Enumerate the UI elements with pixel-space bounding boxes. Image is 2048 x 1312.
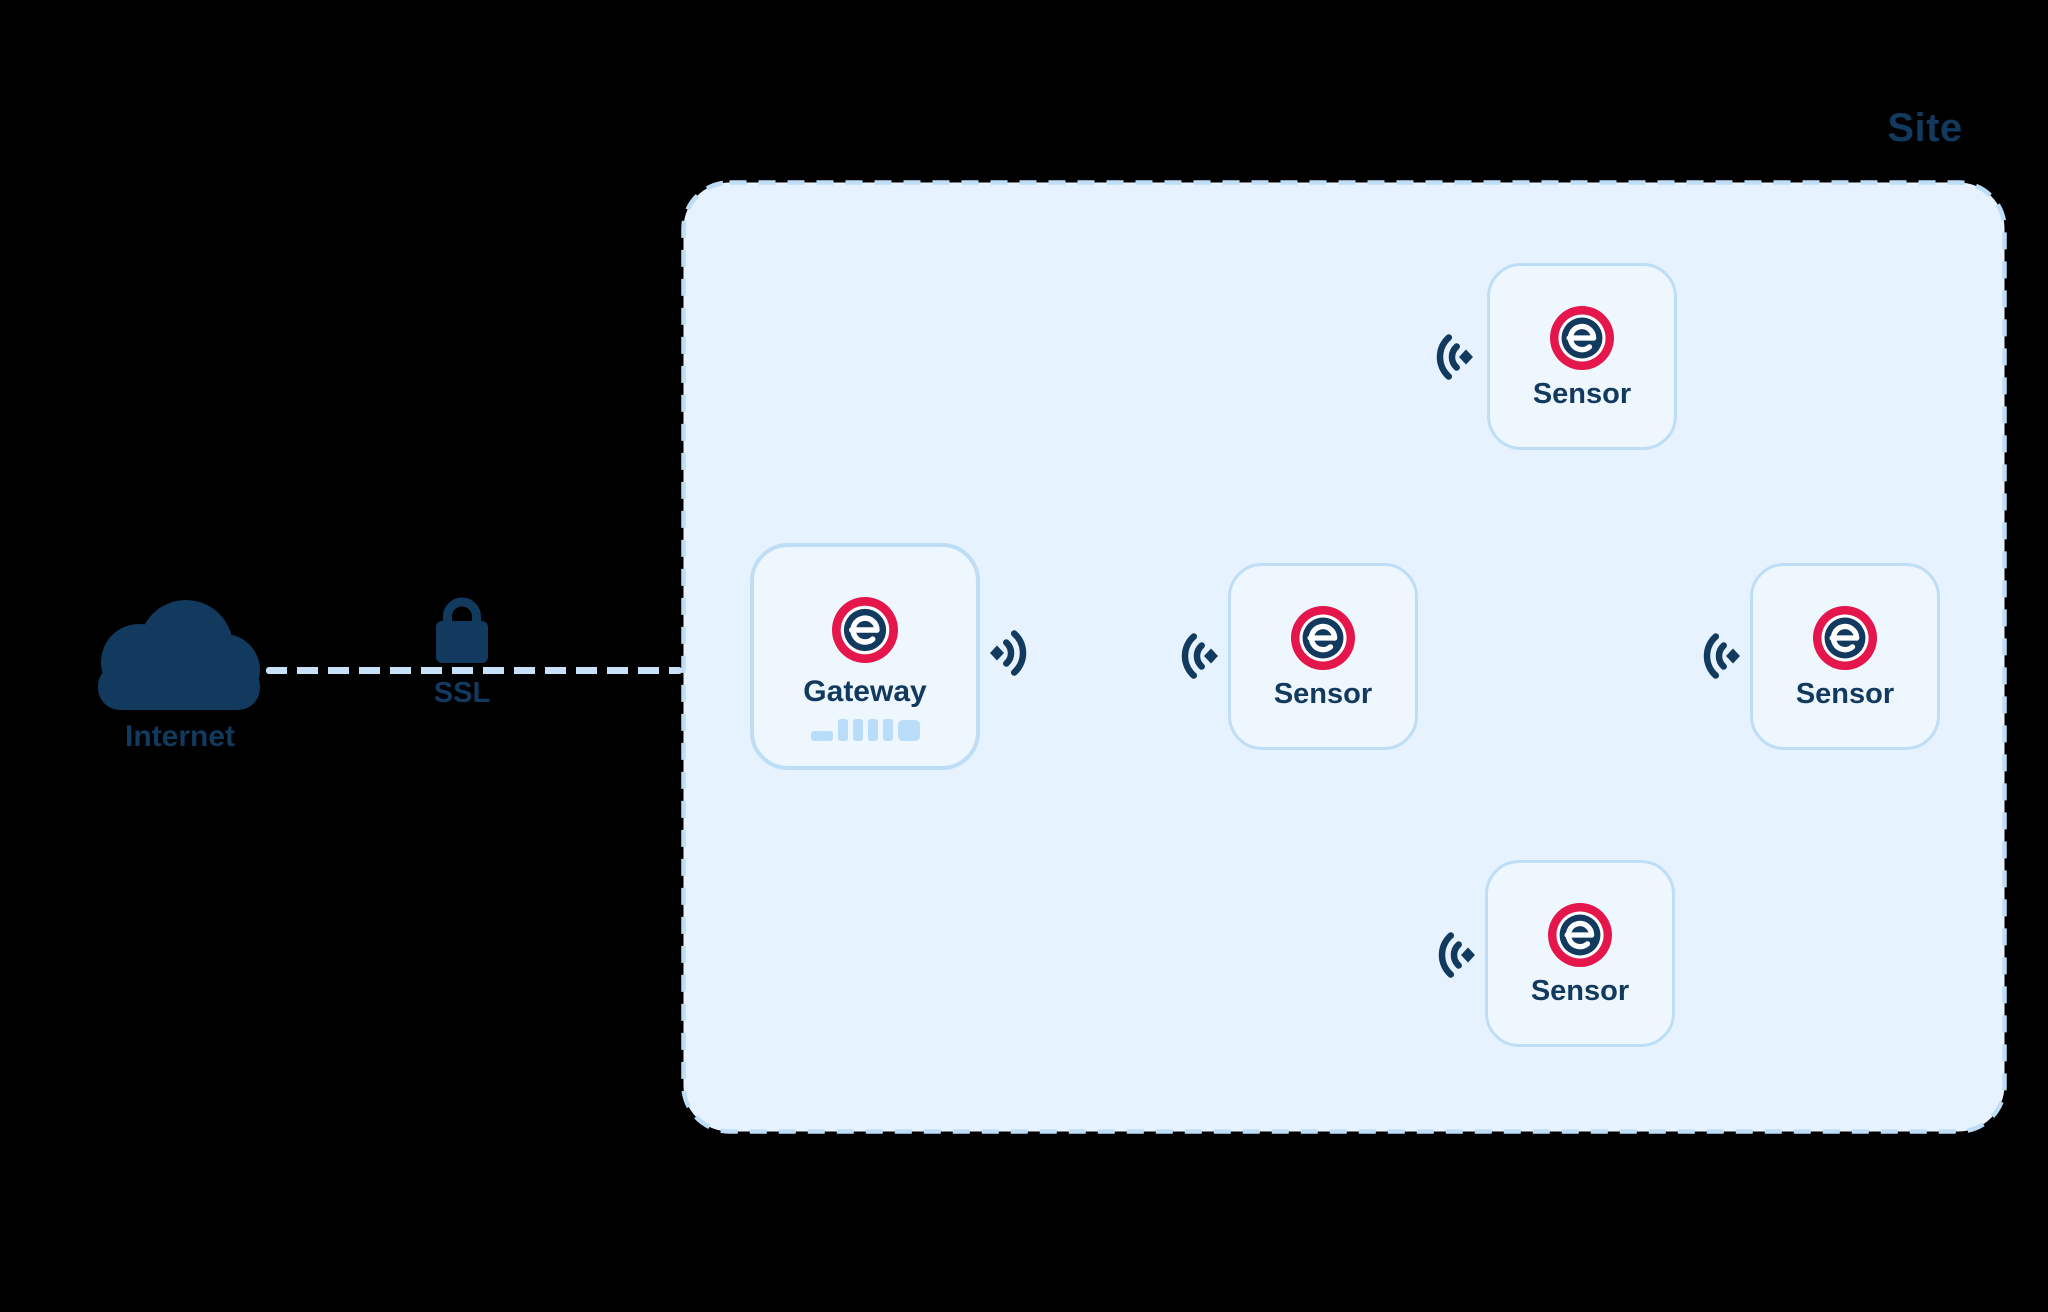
wireless-signal-icon [1180, 632, 1218, 680]
e-brand-logo-icon [1550, 306, 1614, 370]
signal-bar [882, 719, 893, 741]
gateway-label: Gateway [803, 675, 927, 708]
signal-bar [810, 731, 833, 741]
sensor-node-top: Sensor [1487, 263, 1677, 450]
ssl-label: SSL [433, 677, 491, 709]
site-title: Site [1887, 106, 1963, 150]
ssl-padlock-icon [435, 595, 489, 663]
wireless-signal-icon [1435, 333, 1473, 381]
e-brand-logo-icon [1291, 606, 1355, 670]
e-brand-logo-icon [1813, 606, 1877, 670]
wireless-signal-icon [1437, 931, 1475, 979]
internet-label: Internet [124, 720, 235, 753]
e-brand-logo-icon [832, 597, 898, 663]
gateway-node: Gateway [750, 543, 980, 770]
sensor-node-bottom: Sensor [1485, 860, 1675, 1047]
sensor-node-middle: Sensor [1228, 563, 1418, 750]
signal-bar [867, 719, 878, 741]
sensor-label: Sensor [1532, 378, 1632, 410]
sensor-node-right: Sensor [1750, 563, 1940, 750]
e-brand-logo-icon [1548, 903, 1612, 967]
internet-cloud-icon [94, 600, 264, 712]
signal-bar [852, 719, 863, 741]
sensor-label: Sensor [1273, 678, 1373, 710]
sensor-label: Sensor [1795, 678, 1895, 710]
signal-strength-bars [810, 719, 920, 741]
wireless-signal-icon [1702, 632, 1740, 680]
sensor-label: Sensor [1530, 975, 1630, 1007]
wireless-signal-icon [990, 629, 1028, 677]
signal-bar [837, 719, 848, 741]
signal-bar [897, 720, 920, 741]
ssl-dashed-connection-line [266, 667, 682, 674]
